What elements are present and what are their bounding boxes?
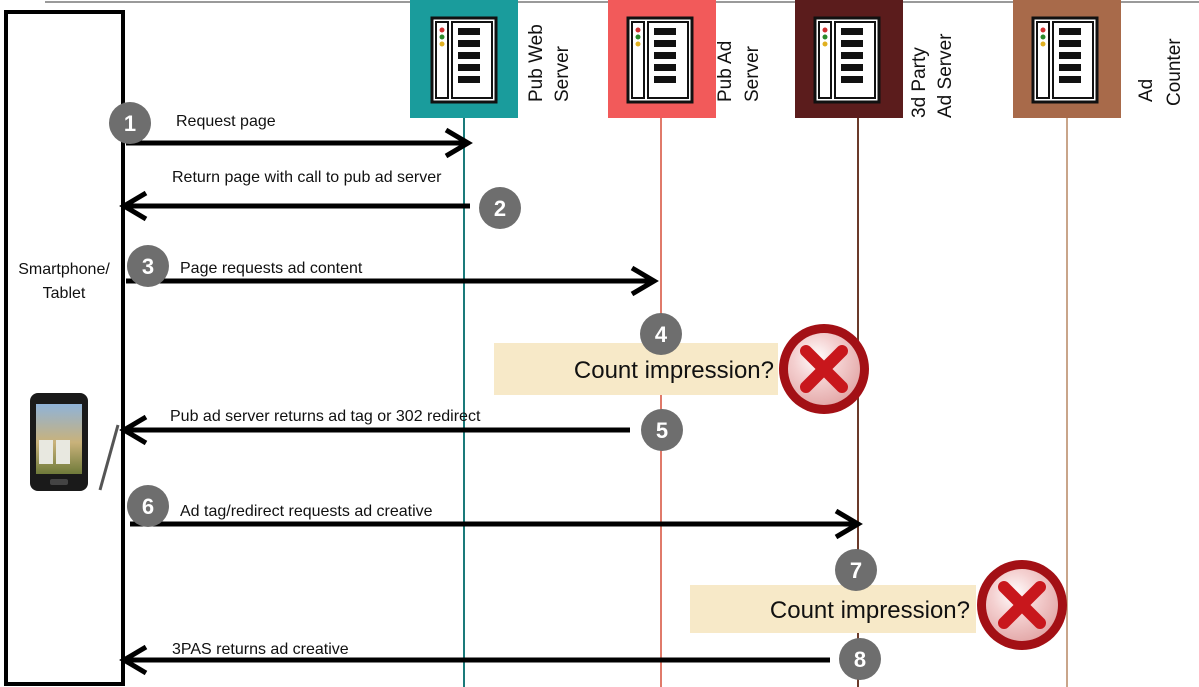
pub-ad-server-label-line1: Pub Ad bbox=[715, 41, 736, 102]
step-2-number: 2 bbox=[494, 196, 506, 221]
device-lifeline-box bbox=[4, 10, 125, 686]
step-8-badge: 8 bbox=[839, 638, 881, 680]
server-rack-icon bbox=[1031, 16, 1099, 104]
count-box-2: Count impression? bbox=[690, 585, 976, 633]
ad-counter-label-line2: Counter bbox=[1164, 38, 1185, 106]
server-rack-icon bbox=[626, 16, 694, 104]
step-5-message: Pub ad server returns ad tag or 302 redi… bbox=[119, 408, 630, 446]
count-box-1-text: Count impression? bbox=[574, 357, 774, 384]
device-label-line1: Smartphone/ bbox=[18, 261, 110, 278]
pub-web-server-label-line2: Server bbox=[552, 45, 573, 102]
count-box-1: Count impression? bbox=[494, 343, 778, 395]
step-4-badge: 4 bbox=[640, 313, 682, 355]
pub-web-server-label-line1: Pub Web bbox=[526, 24, 547, 102]
step-5-label: Pub ad server returns ad tag or 302 redi… bbox=[170, 408, 481, 425]
ad-counter-box bbox=[1013, 0, 1121, 118]
pub-ad-server-label-line2: Server bbox=[742, 45, 763, 102]
step-7-badge: 7 bbox=[835, 549, 877, 591]
step-8-label: 3PAS returns ad creative bbox=[172, 641, 349, 658]
step-2-message: Return page with call to pub ad server bbox=[119, 169, 470, 222]
step-4-number: 4 bbox=[655, 322, 668, 347]
step-7-number: 7 bbox=[850, 558, 862, 583]
step-1-message: Request page bbox=[126, 113, 473, 159]
smartphone-icon bbox=[30, 393, 120, 491]
server-rack-icon bbox=[813, 16, 881, 104]
step-8-number: 8 bbox=[854, 647, 866, 672]
red-x-icon bbox=[779, 324, 869, 414]
red-x-icon bbox=[977, 560, 1067, 650]
step-3-message: Page requests ad content bbox=[126, 260, 659, 297]
step-2-badge: 2 bbox=[479, 187, 521, 229]
step-5-badge: 5 bbox=[641, 409, 683, 451]
step-2-label: Return page with call to pub ad server bbox=[172, 169, 442, 186]
pub-ad-server-box bbox=[608, 0, 716, 118]
third-party-ad-server-box bbox=[795, 0, 903, 118]
pub-web-server-box bbox=[410, 0, 518, 118]
count-box-2-text: Count impression? bbox=[770, 597, 970, 624]
step-6-number: 6 bbox=[142, 494, 154, 519]
step-6-message: Ad tag/redirect requests ad creative bbox=[130, 503, 863, 540]
step-1-badge: 1 bbox=[109, 102, 151, 144]
step-6-badge: 6 bbox=[127, 485, 169, 527]
third-party-ad-server-label-line1: 3d Party bbox=[909, 47, 930, 118]
server-rack-icon bbox=[430, 16, 498, 104]
step-1-label: Request page bbox=[176, 113, 276, 130]
device-label-line2: Tablet bbox=[43, 285, 86, 302]
ad-counter-label-line1: Ad bbox=[1136, 79, 1157, 102]
step-8-message: 3PAS returns ad creative bbox=[119, 641, 830, 676]
step-1-number: 1 bbox=[124, 111, 136, 136]
step-5-number: 5 bbox=[656, 418, 668, 443]
step-3-number: 3 bbox=[142, 254, 154, 279]
step-3-badge: 3 bbox=[127, 245, 169, 287]
step-6-label: Ad tag/redirect requests ad creative bbox=[180, 503, 433, 520]
third-party-ad-server-label-line2: Ad Server bbox=[935, 33, 956, 118]
step-3-label: Page requests ad content bbox=[180, 260, 363, 277]
